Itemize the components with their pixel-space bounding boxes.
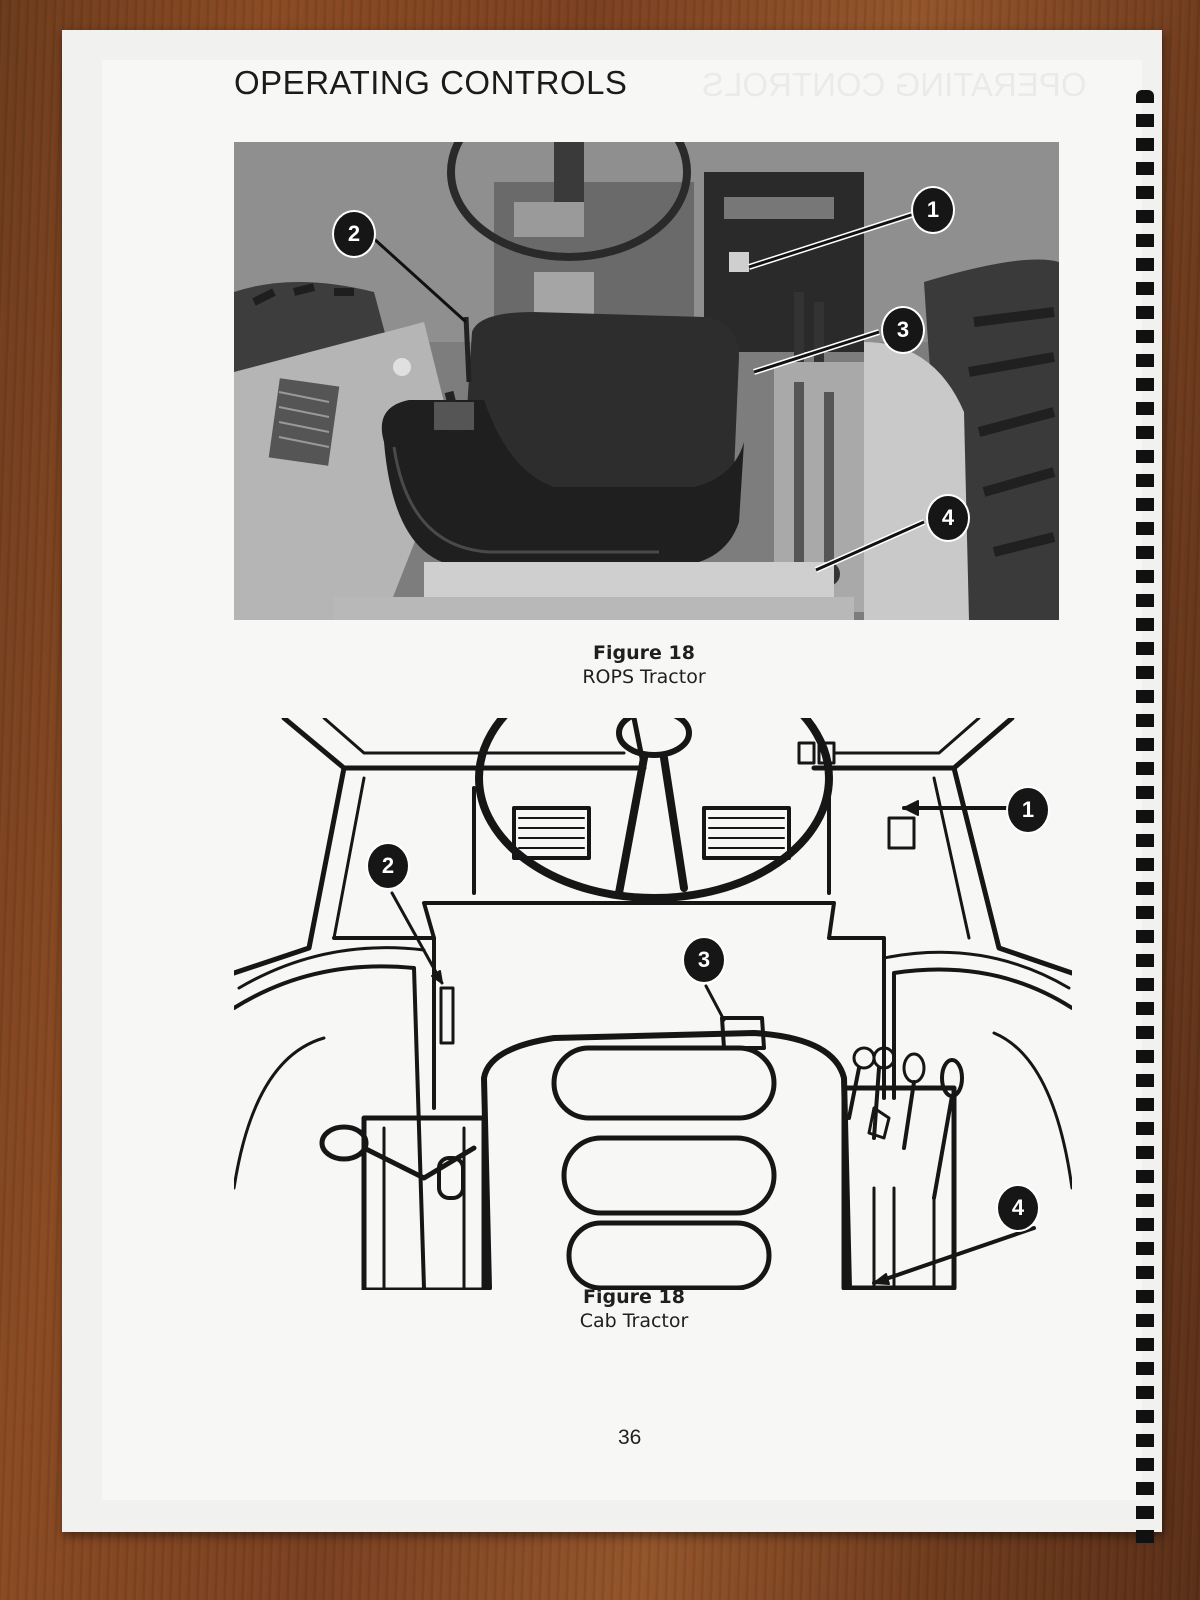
rops-tractor-photo: 1 2 3 4 bbox=[234, 142, 1059, 620]
spiral-binding bbox=[1136, 90, 1154, 1550]
callout-4: 4 bbox=[996, 1184, 1040, 1232]
callout-3: 3 bbox=[682, 936, 726, 984]
callout-2: 2 bbox=[366, 842, 410, 890]
figure-caption-cab: Figure 18 Cab Tractor bbox=[524, 1286, 744, 1332]
figure-caption-rops: Figure 18 ROPS Tractor bbox=[534, 642, 754, 688]
figure-title: Cab Tractor bbox=[579, 1310, 689, 1332]
page-heading: OPERATING CONTROLS bbox=[234, 64, 628, 101]
bleed-through-heading: OPERATING CONTROLS bbox=[702, 66, 1087, 103]
figure-number: Figure 18 bbox=[593, 642, 695, 664]
figure-title: ROPS Tractor bbox=[582, 666, 706, 688]
callout-1: 1 bbox=[1006, 786, 1050, 834]
callout-2: 2 bbox=[332, 210, 376, 258]
callout-4: 4 bbox=[926, 494, 970, 542]
cab-tractor-drawing: 1 2 3 4 bbox=[234, 718, 1072, 1290]
callout-3: 3 bbox=[881, 306, 925, 354]
figure-number: Figure 18 bbox=[583, 1286, 685, 1308]
page-number: 36 bbox=[618, 1426, 642, 1449]
callout-1: 1 bbox=[911, 186, 955, 234]
manual-page: OPERATING CONTROLS OPERATING CONTROLS bbox=[62, 30, 1162, 1550]
